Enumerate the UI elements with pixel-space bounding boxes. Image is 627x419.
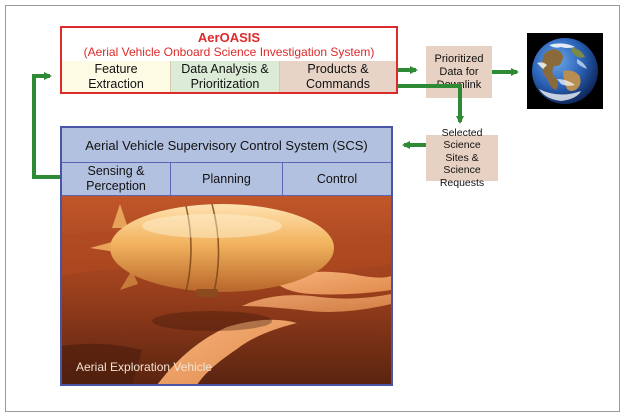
arrow-products-to-sites: [398, 84, 464, 124]
aeroasis-box: AerOASIS (Aerial Vehicle Onboard Science…: [60, 26, 398, 94]
sensing-perception-module: Sensing &Perception: [62, 162, 171, 195]
module-label: Planning: [202, 171, 251, 186]
box-label: Selected Science: [441, 126, 483, 152]
module-label: Prioritization: [190, 76, 260, 91]
planning-module: Planning: [171, 162, 283, 195]
module-label: Feature: [94, 61, 138, 76]
earth-image: [527, 33, 603, 109]
control-module: Control: [283, 162, 391, 195]
products-commands-module: Products &Commands: [280, 61, 396, 92]
aeroasis-title: AerOASIS: [197, 30, 261, 45]
arrow-sensing-to-feature: [32, 72, 60, 179]
module-label: Commands: [306, 76, 370, 91]
module-label: Sensing &: [87, 164, 145, 178]
box-label: Sites & Science: [443, 151, 481, 177]
module-label: Control: [316, 171, 358, 186]
aeroasis-subtitle: (Aerial Vehicle Onboard Science Investig…: [83, 45, 375, 59]
scs-title: Aerial Vehicle Supervisory Control Syste…: [85, 137, 368, 153]
module-label: Products &: [307, 61, 369, 76]
vehicle-caption: Aerial Exploration Vehicle: [76, 360, 213, 374]
airship-photo: Aerial Exploration Vehicle: [62, 195, 391, 384]
data-analysis-module: Data Analysis &Prioritization: [171, 61, 280, 92]
box-label: Prioritized: [434, 52, 484, 65]
module-label: Data Analysis &: [181, 61, 269, 76]
box-label: Data for: [439, 65, 479, 78]
module-label: Perception: [86, 179, 146, 193]
box-label: Requests: [439, 176, 485, 189]
module-label: Extraction: [88, 76, 144, 91]
scs-box: Aerial Vehicle Supervisory Control Syste…: [60, 126, 393, 386]
